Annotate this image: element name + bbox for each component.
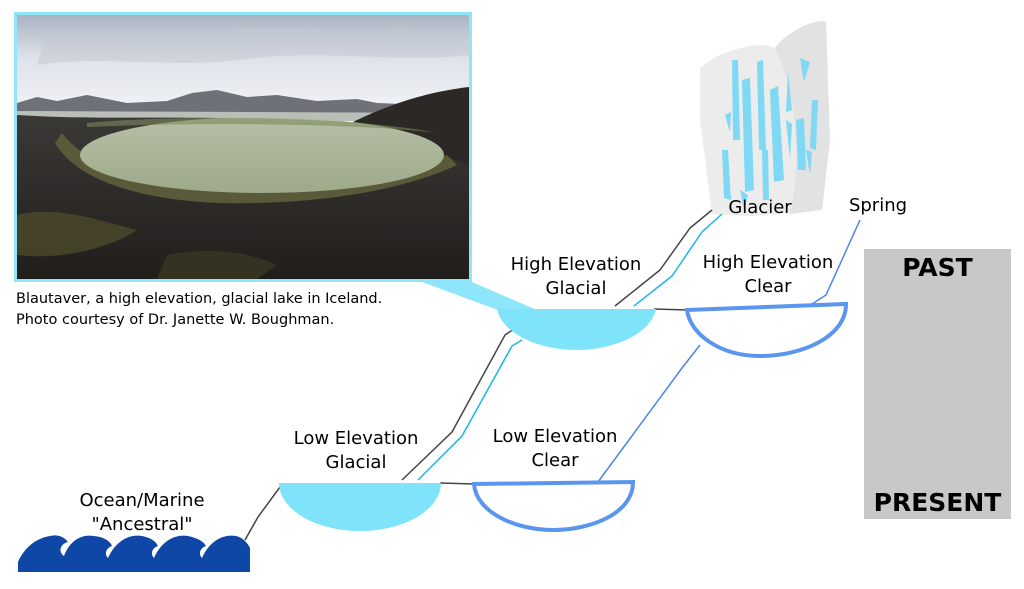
lineage-blue-line-2 xyxy=(811,219,861,305)
low-elevation-clear-label: Low Elevation Clear xyxy=(469,425,641,473)
caption-line-2: Photo courtesy of Dr. Janette W. Boughma… xyxy=(16,312,335,328)
lineage-cyan-line-2 xyxy=(633,213,723,307)
glacier-icon xyxy=(700,21,830,216)
lineage-cyan-line-1 xyxy=(417,339,523,481)
low-elevation-glacial-label: Low Elevation Glacial xyxy=(270,427,442,475)
high-elevation-clear-label: High Elevation Clear xyxy=(682,251,854,299)
glacier-label: Glacier xyxy=(728,197,792,218)
high-elevation-clear-label-line-1: High Elevation xyxy=(702,252,834,273)
caption-line-1: Blautaver, a high elevation, glacial lak… xyxy=(16,291,383,307)
high-elevation-glacial-label-line-2: Glacial xyxy=(545,278,607,299)
timeline-present-label: PRESENT xyxy=(873,488,1002,517)
high-elevation-glacial-label: High Elevation Glacial xyxy=(490,253,662,301)
high-elevation-clear-label-line-2: Clear xyxy=(744,276,792,297)
ocean-waves-icon xyxy=(18,535,250,572)
low-elevation-glacial-label-line-2: Glacial xyxy=(325,452,387,473)
spring-label: Spring xyxy=(848,195,908,216)
high-elevation-glacial-label-line-1: High Elevation xyxy=(510,254,642,275)
low-elevation-clear-label-line-1: Low Elevation xyxy=(492,426,618,447)
ocean-marine-label-line-2: "Ancestral" xyxy=(91,514,193,535)
ocean-marine-label: Ocean/Marine "Ancestral" xyxy=(62,489,222,537)
low-elevation-glacial-lake xyxy=(279,483,441,531)
lineage-dark-line-3 xyxy=(614,209,713,307)
lineage-blue-line-1 xyxy=(597,344,701,483)
lineage-dark-line-5 xyxy=(653,308,689,311)
lineage-dark-line-4 xyxy=(439,482,475,485)
high-elevation-glacial-lake xyxy=(497,309,656,350)
low-elevation-glacial-label-line-1: Low Elevation xyxy=(293,428,419,449)
ocean-marine-label-line-1: Ocean/Marine xyxy=(79,490,205,511)
timeline-past-label: PAST xyxy=(902,253,973,282)
lineage-dark-line-1 xyxy=(244,486,281,541)
low-elevation-clear-lake xyxy=(471,479,636,533)
lake-photo xyxy=(14,12,472,282)
lake-photo-image xyxy=(17,15,469,279)
photo-caption: Blautaver, a high elevation, glacial lak… xyxy=(16,289,382,331)
high-elevation-clear-lake xyxy=(684,301,849,359)
timeline-bar: PAST PRESENT xyxy=(864,249,1011,519)
low-elevation-clear-label-line-2: Clear xyxy=(531,450,579,471)
